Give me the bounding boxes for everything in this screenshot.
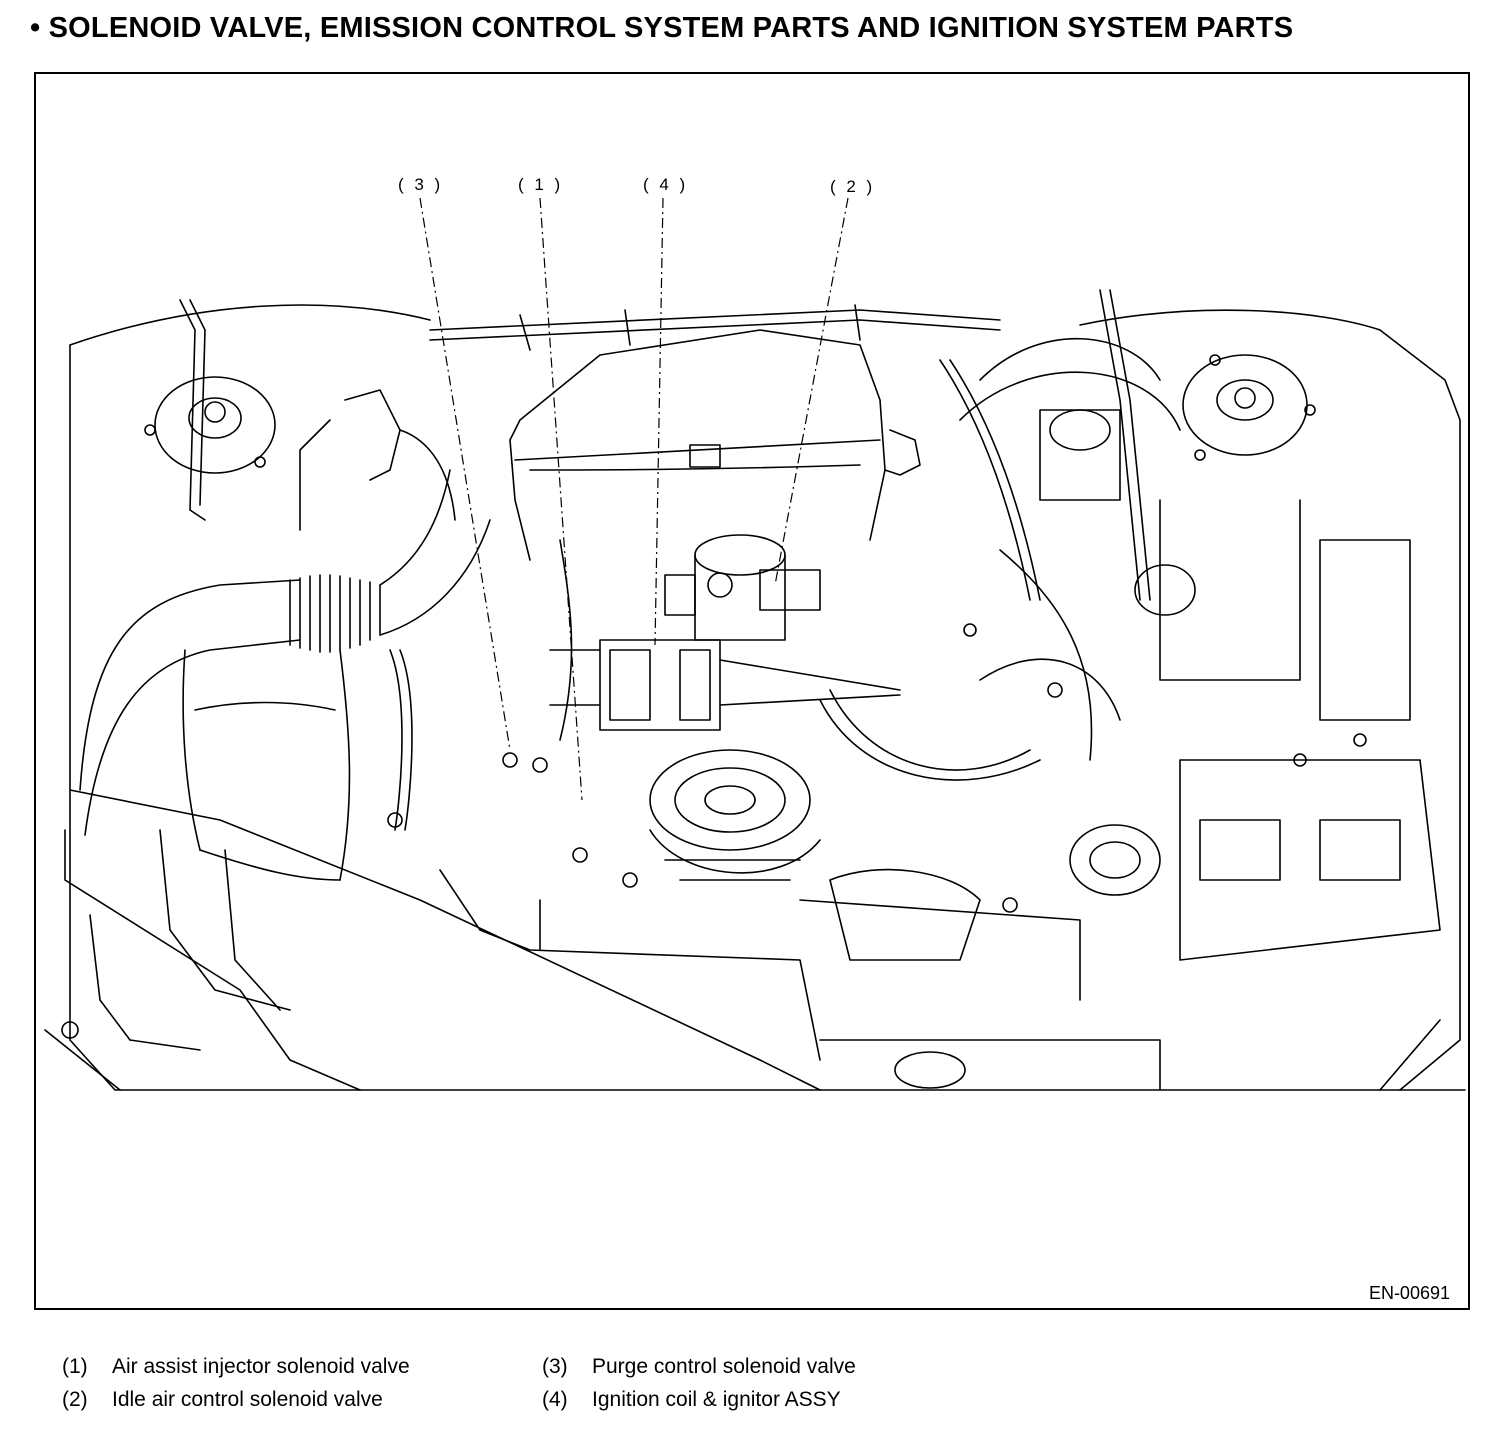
legend-text: Purge control solenoid valve [592, 1355, 856, 1378]
washer-cap [1134, 564, 1196, 616]
top-pipes [429, 304, 1001, 351]
callout-labels: ( 3 ) ( 1 ) ( 4 ) ( 2 ) [398, 175, 875, 196]
right-strut-tower [1182, 354, 1316, 461]
battery [1159, 499, 1441, 961]
legend-text: Ignition coil & ignitor ASSY [592, 1388, 841, 1411]
engine-block [439, 824, 1161, 1091]
legend-item-3: (3) Purge control solenoid valve [542, 1350, 856, 1383]
callout-2: ( 2 ) [830, 177, 875, 196]
air-cleaner-case [61, 789, 821, 1091]
legend-num: (3) [542, 1355, 568, 1378]
bolts [387, 623, 1063, 913]
throttle-body [664, 534, 821, 641]
hoses [299, 289, 1151, 831]
leader-2 [774, 197, 849, 586]
legend-text: Air assist injector solenoid valve [112, 1355, 410, 1378]
legend-item-1: (1) Air assist injector solenoid valve [62, 1350, 410, 1383]
legend-right: (3) Purge control solenoid valve (4) Ign… [542, 1350, 856, 1416]
air-intake-duct [79, 469, 491, 881]
legend-left: (1) Air assist injector solenoid valve (… [62, 1350, 410, 1416]
diagram-frame: EN-00691 [34, 72, 1470, 1310]
legend-text: Idle air control solenoid valve [112, 1388, 383, 1411]
callout-1: ( 1 ) [518, 175, 563, 194]
leader-4 [654, 197, 664, 646]
alternator [649, 749, 821, 881]
left-strut-tower [144, 299, 276, 521]
legend-num: (1) [62, 1355, 88, 1378]
legend-item-4: (4) Ignition coil & ignitor ASSY [542, 1383, 856, 1416]
callout-leaders [419, 197, 849, 801]
page-title: • SOLENOID VALVE, EMISSION CONTROL SYSTE… [30, 12, 1294, 44]
brake-booster [959, 337, 1181, 501]
leader-3 [419, 197, 511, 751]
body-outline [44, 304, 1466, 1091]
legend-num: (2) [62, 1388, 88, 1411]
callout-4: ( 4 ) [643, 175, 688, 194]
leader-1 [539, 197, 583, 801]
figure-id: EN-00691 [1368, 1283, 1450, 1303]
legend-num: (4) [542, 1388, 568, 1411]
intake-manifold-cover [509, 329, 921, 561]
callout-3: ( 3 ) [398, 175, 443, 194]
legend-item-2: (2) Idle air control solenoid valve [62, 1383, 410, 1416]
